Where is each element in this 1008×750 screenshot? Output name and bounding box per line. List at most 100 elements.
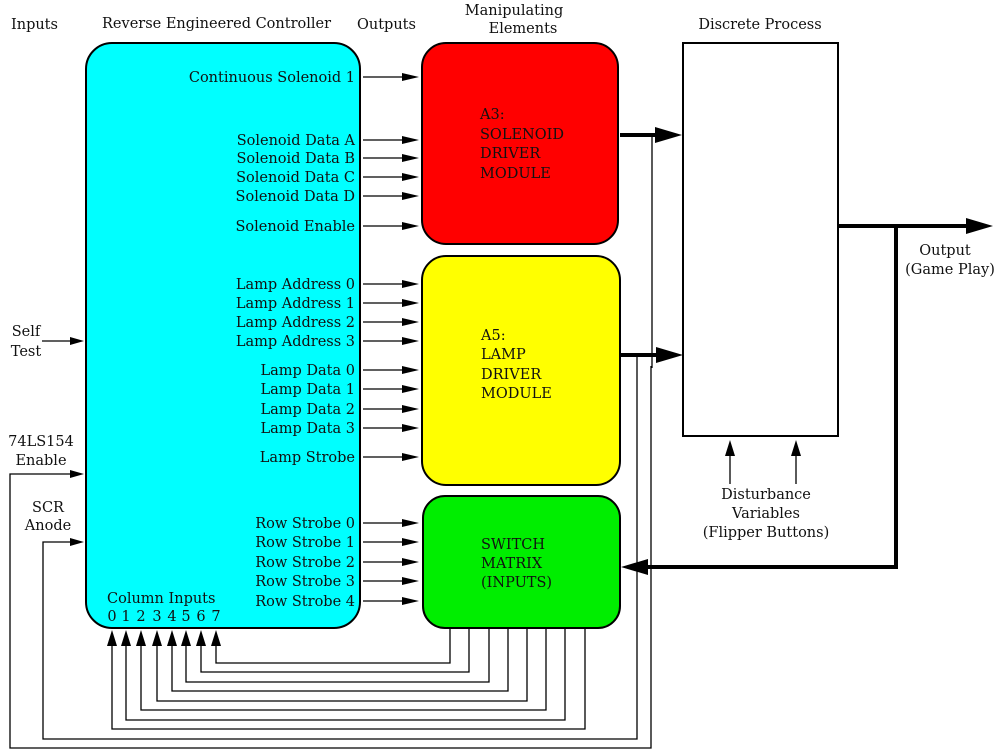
disturbance-arrow-2-icon <box>791 440 801 456</box>
solenoid-signal-label: Solenoid Enable <box>235 219 355 235</box>
header-manipulating-2: Elements <box>489 21 558 37</box>
lamp-module-line: MODULE <box>481 386 552 402</box>
solenoid-module-line: MODULE <box>480 166 551 182</box>
arrow-up-icon <box>152 630 162 646</box>
arrow-right-icon <box>402 558 419 566</box>
self-test-label: Self <box>12 324 42 340</box>
arrow-right-icon <box>402 222 419 230</box>
lamp-module-label: A5: LAMP DRIVER MODULE <box>480 328 552 402</box>
column-input-wires <box>107 629 586 730</box>
solenoid-signal: Solenoid Data C <box>236 170 419 186</box>
switch-matrix-module <box>422 495 621 629</box>
self-test-arrow-icon <box>70 337 84 345</box>
arrow-right-icon <box>402 405 419 413</box>
column-input-number: 1 <box>121 609 130 625</box>
switch-matrix-label: SWITCH MATRIX (INPUTS) <box>481 537 552 591</box>
disturbance-label: Variables <box>731 506 800 522</box>
output-label: (Game Play) <box>905 262 995 278</box>
lamp-signal-label: Lamp Data 3 <box>261 421 356 437</box>
lamp-signal-label: Lamp Data 1 <box>261 382 356 398</box>
lamp-module-line: LAMP <box>481 347 526 363</box>
enable-label: 74LS154 <box>8 434 74 450</box>
arrow-up-icon <box>196 630 206 646</box>
solenoid-signal: Solenoid Enable <box>235 219 419 235</box>
self-test-input: Self Test <box>11 324 84 360</box>
arrow-right-icon <box>402 577 419 585</box>
controller-block <box>85 42 361 629</box>
row-signal: Row Strobe 0 <box>255 516 419 532</box>
solenoid-signal-label: Solenoid Data B <box>237 151 356 167</box>
scr-anode-input: SCR Anode <box>24 500 71 534</box>
row-signal: Row Strobe 3 <box>255 574 419 590</box>
lamp-signal-label: Lamp Address 1 <box>236 296 355 312</box>
scr-anode-label: Anode <box>24 518 71 534</box>
row-signal-label: Row Strobe 2 <box>255 555 355 571</box>
row-signal: Row Strobe 1 <box>255 535 419 551</box>
header-discrete-process: Discrete Process <box>698 17 821 33</box>
arrow-right-icon <box>402 519 419 527</box>
lamp-to-process-arrow-icon <box>656 347 683 363</box>
lamp-signal-label: Lamp Address 2 <box>236 315 355 331</box>
disturbance-arrow-1-icon <box>725 440 735 456</box>
scr-feedback-wire <box>42 355 638 740</box>
row-signal-label: Row Strobe 1 <box>255 535 355 551</box>
header-manipulating-1: Manipulating <box>465 3 563 19</box>
controller-output-signals: Continuous Solenoid 1 Solenoid Data A Sole… <box>189 70 419 610</box>
column-input-wire <box>171 629 509 692</box>
arrow-right-icon <box>402 366 419 374</box>
solenoid-module-line: A3: <box>479 107 505 123</box>
arrow-up-icon <box>211 630 221 646</box>
enable-74ls154-input: 74LS154 Enable <box>8 434 74 469</box>
disturbance-label: Disturbance <box>721 487 811 503</box>
solenoid-signal-label: Solenoid Data C <box>236 170 355 186</box>
arrow-right-icon <box>402 136 419 144</box>
column-input-number: 3 <box>152 609 161 625</box>
column-input-wire <box>156 629 528 702</box>
lamp-signal-label: Lamp Address 3 <box>236 334 355 350</box>
column-input-number: 4 <box>167 609 176 625</box>
solenoid-signal: Continuous Solenoid 1 <box>189 70 419 86</box>
solenoid-signal: Solenoid Data A <box>237 133 419 149</box>
lamp-signal: Lamp Address 1 <box>236 296 419 312</box>
header-controller: Reverse Engineered Controller <box>102 16 331 32</box>
solenoid-driver-module <box>421 42 619 245</box>
row-signal-label: Row Strobe 0 <box>255 516 355 532</box>
header-outputs: Outputs <box>357 17 416 33</box>
arrow-right-icon <box>402 597 419 605</box>
solenoid-module-line: SOLENOID <box>480 127 564 143</box>
lamp-signal: Lamp Data 0 <box>261 363 419 379</box>
solenoid-signal: Solenoid Data D <box>236 189 419 205</box>
lamp-signal: Lamp Address 0 <box>236 277 419 293</box>
lamp-signal: Lamp Strobe <box>260 450 419 466</box>
enable-feedback-wire <box>9 366 652 749</box>
lamp-signal: Lamp Address 3 <box>236 334 419 350</box>
column-input-wire <box>215 629 451 664</box>
solenoid-module-label: A3: SOLENOID DRIVER MODULE <box>479 107 564 182</box>
column-input-wire <box>200 629 470 673</box>
row-signal: Row Strobe 2 <box>255 555 419 571</box>
column-inputs-label: Column Inputs <box>107 591 215 607</box>
switch-module-line: SWITCH <box>481 537 545 553</box>
column-input-wire <box>111 629 586 730</box>
header-inputs: Inputs <box>11 17 58 33</box>
arrow-right-icon <box>402 280 419 288</box>
process-output-arrow-icon <box>966 218 993 234</box>
enable-label: Enable <box>15 453 66 469</box>
lamp-driver-module <box>421 255 621 486</box>
solenoid-signal-label: Solenoid Data A <box>237 133 356 149</box>
lamp-module-line: A5: <box>480 328 506 344</box>
switch-module-line: (INPUTS) <box>481 575 552 591</box>
self-test-label: Test <box>11 344 42 360</box>
scr-arrow-icon <box>70 538 84 546</box>
arrow-up-icon <box>167 630 177 646</box>
lamp-signal-label: Lamp Address 0 <box>236 277 355 293</box>
arrow-up-icon <box>121 630 131 646</box>
arrow-right-icon <box>402 154 419 162</box>
column-input-wire <box>125 629 566 721</box>
lamp-signal: Lamp Data 2 <box>261 402 419 418</box>
switch-matrix-arrow-icon <box>621 559 648 575</box>
column-input-number: 6 <box>196 609 205 625</box>
arrow-up-icon <box>107 630 117 646</box>
